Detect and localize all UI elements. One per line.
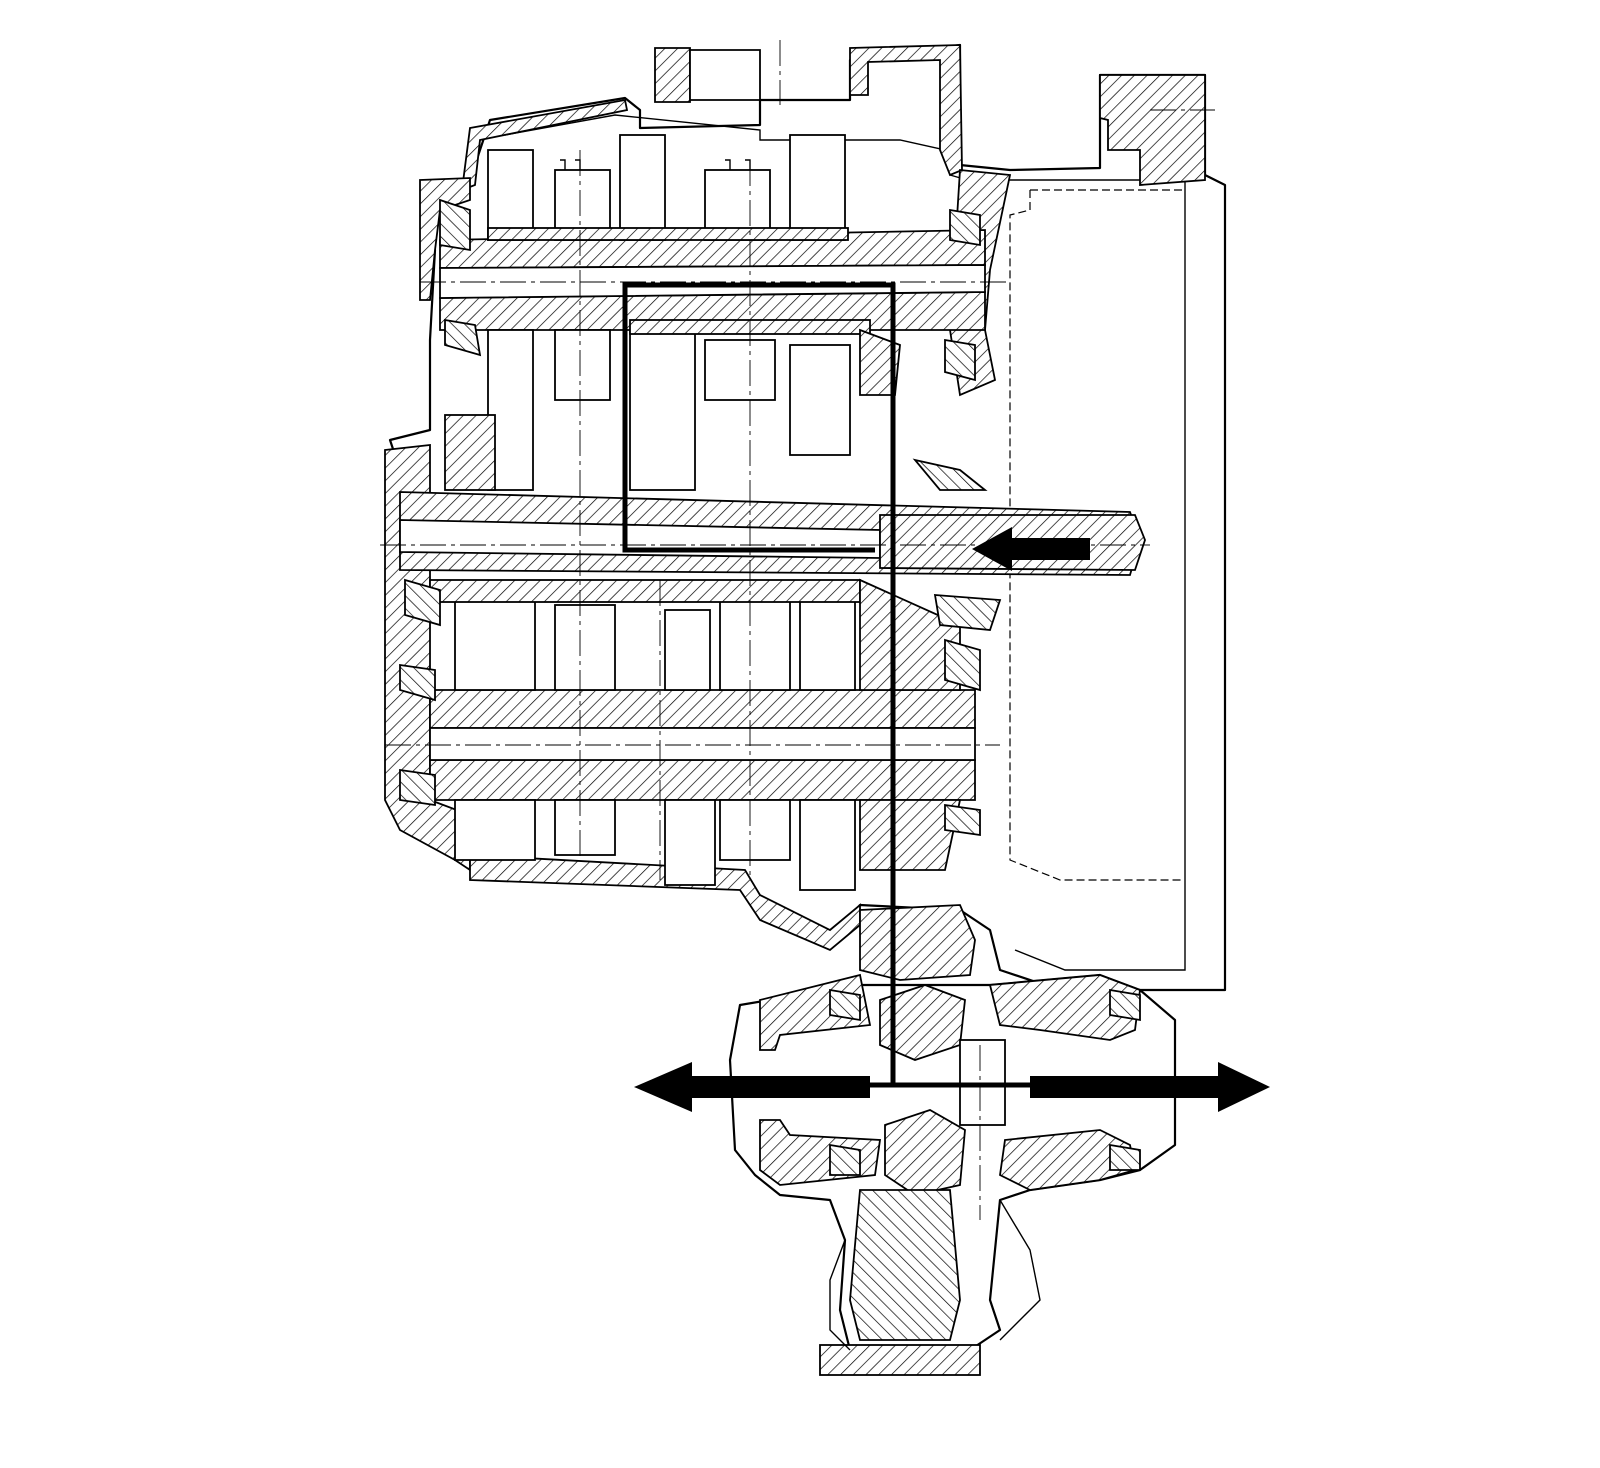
input-shaft: [399, 491, 1146, 576]
differential: [728, 904, 1177, 1376]
lower-gear-set: [429, 578, 962, 891]
power-flow-line: [622, 282, 1030, 1088]
lower-shaft: [429, 689, 976, 801]
output-left-arrow: [634, 1062, 870, 1112]
upper-gear-set: [487, 134, 849, 241]
arrow-right-icon: [1030, 1062, 1270, 1112]
power-flow-path: [622, 282, 1030, 1088]
arrow-left-icon: [972, 527, 1090, 571]
center-lines: [380, 40, 1215, 1220]
middle-gear-set: [444, 319, 901, 491]
bearings: [399, 198, 1002, 837]
upper-shaft: [439, 229, 986, 331]
